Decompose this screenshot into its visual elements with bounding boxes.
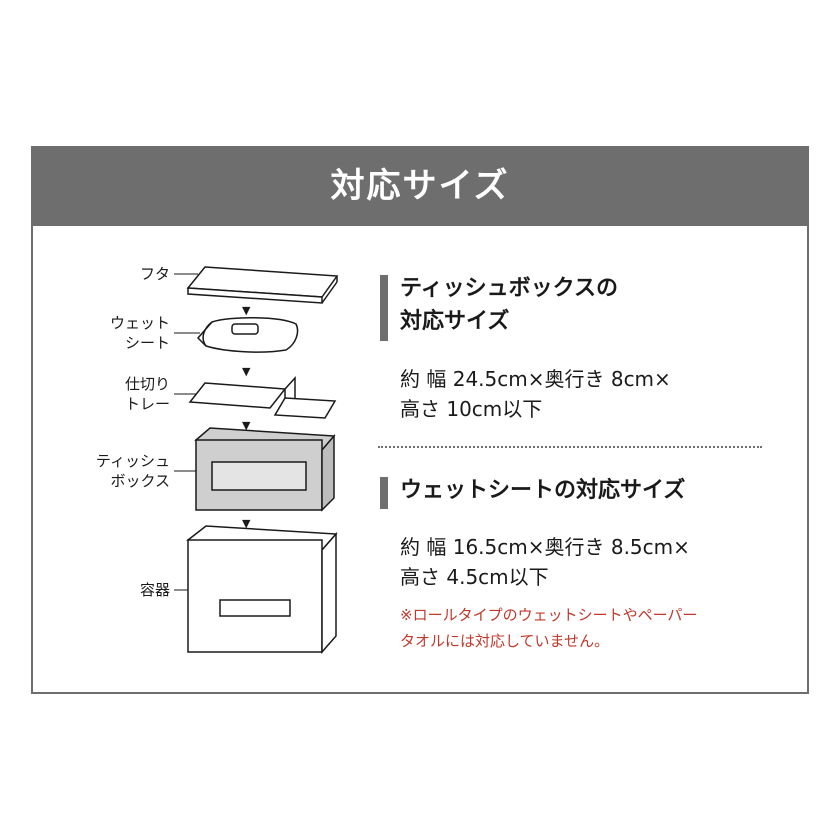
- tissue-spec: 約 幅 24.5cm×奥行き 8cm× 高さ 10cm以下: [400, 367, 671, 421]
- arrow-down-icon: ▼: [242, 304, 251, 317]
- arrow-down-icon: ▼: [242, 365, 251, 378]
- container-illustration: [186, 525, 338, 654]
- label-tissue-box: ティッシュ ボックス: [95, 452, 170, 490]
- section-divider: [378, 446, 762, 448]
- label-wet-sheet: ウェット シート: [109, 314, 170, 352]
- tissue-box-illustration: [194, 427, 336, 512]
- label-container: 容器: [139, 581, 170, 599]
- page-title: 対応サイズ: [31, 146, 809, 226]
- lid-illustration: [186, 266, 339, 304]
- size-info-panel: [31, 146, 809, 694]
- label-lid: フタ: [139, 265, 170, 283]
- wet-sheet-illustration: [196, 317, 299, 353]
- tissue-section-title: ティッシュボックスの 対応サイズ: [380, 272, 618, 341]
- tray-illustration: [188, 376, 337, 419]
- arrow-down-icon: ▼: [242, 419, 251, 432]
- wet-section-title: ウェットシートの対応サイズ: [380, 474, 685, 509]
- wet-spec: 約 幅 16.5cm×奥行き 8.5cm× 高さ 4.5cm以下: [400, 535, 690, 589]
- label-tray: 仕切り トレー: [124, 375, 170, 413]
- wet-note: ※ロールタイプのウェットシートやペーパー タオルには対応していません。: [400, 606, 698, 650]
- arrow-down-icon: ▼: [242, 517, 251, 530]
